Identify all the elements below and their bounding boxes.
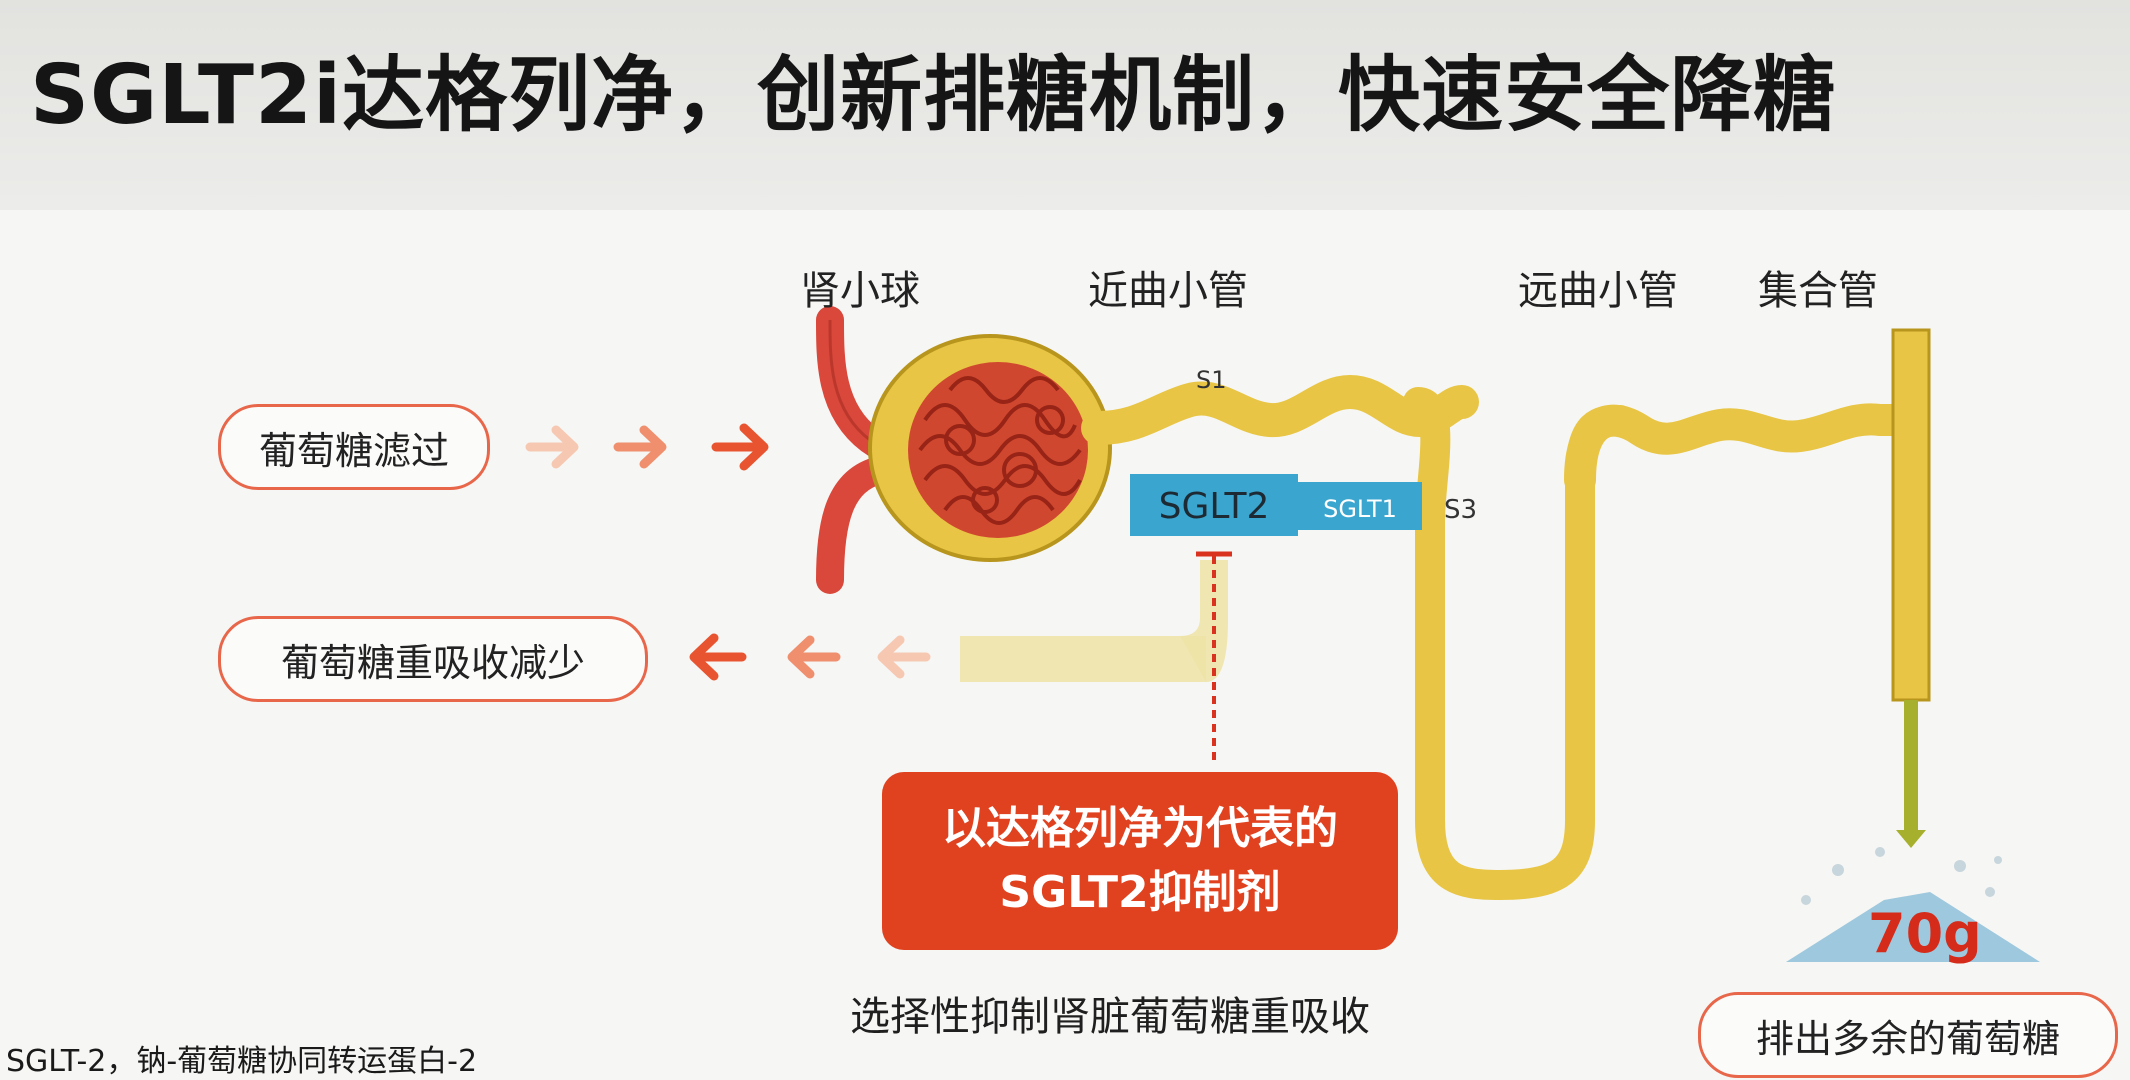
label-proximal-tubule: 近曲小管 <box>1088 268 1248 314</box>
sglt2-transporter <box>1130 474 1298 536</box>
segment-label-s1: S1 <box>1196 366 1227 394</box>
header-band <box>0 0 2130 210</box>
distal-tubule <box>1564 403 1928 496</box>
abbreviation-footnote: SGLT-2，钠-葡萄糖协同转运蛋白-2 <box>6 1044 478 1079</box>
vessel-afferent-edge <box>828 319 871 442</box>
pill-glucose-reabsorption-reduced: 葡萄糖重吸收减少 <box>218 616 648 702</box>
label-collecting-duct: 集合管 <box>1758 268 1878 314</box>
filtration-arrow-2 <box>613 425 667 469</box>
glucose-pile <box>1786 892 2040 962</box>
reabsorption-arrow-2 <box>787 635 841 679</box>
mechanism-caption: 选择性抑制肾脏葡萄糖重吸收 <box>850 994 1370 1040</box>
label-glomerulus: 肾小球 <box>800 268 920 314</box>
pill-excess-glucose-excreted: 排出多余的葡萄糖 <box>1698 992 2118 1078</box>
capillary-loops <box>918 376 1082 525</box>
excreted-glucose-mass: 70g <box>1868 902 1982 965</box>
filtration-arrow-1 <box>525 425 579 469</box>
reabsorption-arrow-1 <box>877 635 931 679</box>
pill-glucose-filtration: 葡萄糖滤过 <box>218 404 490 490</box>
segment-label-s3: S3 <box>1444 495 1477 525</box>
reabsorption-arrows <box>689 633 931 681</box>
slide-title: SGLT2i达格列净，创新排糖机制，快速安全降糖 <box>30 48 1837 143</box>
sglt1-transporter <box>1298 482 1422 530</box>
sglt1-label: SGLT1 <box>1323 495 1397 523</box>
glucose-granules <box>1801 847 2002 905</box>
filtration-arrow-3 <box>711 423 769 471</box>
reabsorption-band <box>960 636 1206 682</box>
callout-line-2: SGLT2抑制剂 <box>999 867 1281 918</box>
label-distal-tubule: 远曲小管 <box>1518 268 1678 314</box>
callout-line-1: 以达格列净为代表的 <box>942 803 1338 854</box>
collecting-duct <box>1891 328 1931 702</box>
urine-outflow-arrowhead <box>1896 830 1926 848</box>
reabsorption-arrow-3 <box>689 633 747 681</box>
sglt2-inhibitor-callout: 以达格列净为代表的 SGLT2抑制剂 <box>882 772 1398 950</box>
urine-outflow <box>1904 700 1918 830</box>
sglt2-label: SGLT2 <box>1159 486 1270 527</box>
filtration-arrows <box>525 423 769 471</box>
